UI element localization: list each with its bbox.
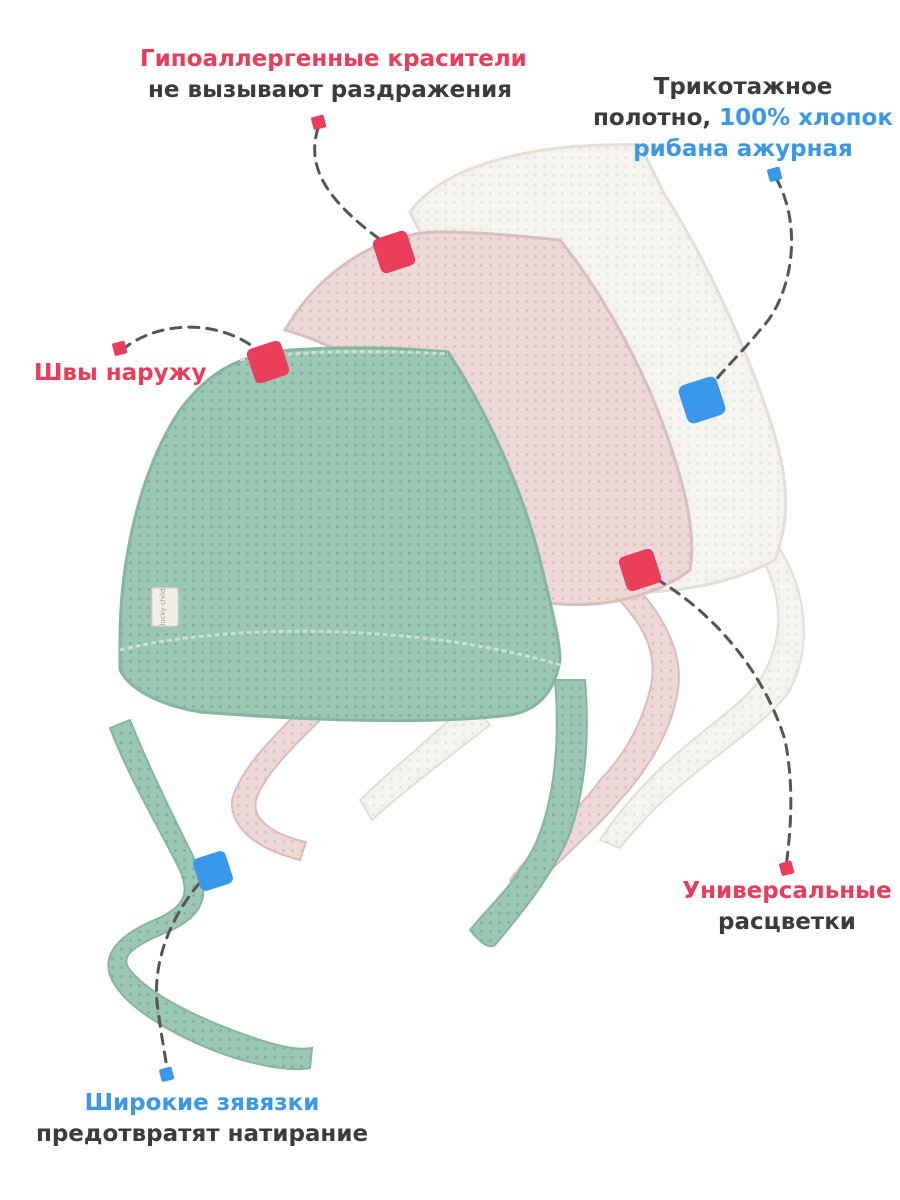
callout-fabric: Трикотажное полотно, 100% хлопок рибана …	[588, 72, 898, 165]
green-cap-tie-right	[468, 679, 588, 948]
green-cap-body	[118, 346, 562, 723]
marker-dyes	[372, 230, 416, 274]
callout-dyes: Гипоаллергенные красители не вызывают ра…	[140, 44, 527, 106]
connector-ties	[155, 868, 214, 1077]
connector-seams	[120, 325, 270, 362]
callout-fabric-line3: рибана ажурная	[633, 136, 853, 162]
callout-seams-title: Швы наружу	[34, 360, 207, 386]
callout-ties-subtitle: предотвратят натирание	[35, 1121, 369, 1147]
green-cap-tie-left	[107, 718, 314, 1071]
callout-dyes-subtitle: не вызывают раздражения	[148, 77, 512, 103]
pink-cap-tie-left	[230, 708, 322, 862]
white-cap-tie-left	[358, 698, 492, 822]
marker-universal	[618, 548, 662, 592]
white-cap-tie-right	[598, 533, 805, 850]
brand-tag-text: lucky child	[159, 588, 167, 625]
callout-ties-title: Широкие зявязки	[84, 1090, 320, 1116]
callout-seams: Швы наружу	[34, 358, 207, 389]
anchor-dot-dyes	[311, 114, 327, 130]
callout-universal: Универсальные расцветки	[676, 876, 898, 938]
callout-universal-subtitle: расцветки	[718, 909, 856, 935]
green-cap-brim-seam	[119, 629, 561, 667]
marker-fabric	[678, 376, 726, 424]
callout-fabric-line2-accent: 100% хлопок	[719, 105, 893, 131]
callout-universal-title: Универсальные	[682, 878, 892, 904]
callout-fabric-line1: Трикотажное	[653, 74, 833, 100]
marker-ties	[193, 851, 233, 891]
connector-fabric	[698, 176, 794, 402]
connector-dyes	[313, 126, 394, 250]
callout-dyes-title: Гипоаллергенные красители	[140, 46, 527, 72]
anchor-dot-fabric	[767, 166, 783, 182]
anchor-dot-universal	[779, 860, 795, 876]
anchor-dot-seams	[112, 340, 128, 356]
connector-universal	[638, 568, 793, 870]
callout-fabric-line2: полотно, 100% хлопок	[588, 103, 898, 134]
brand-tag: lucky child	[151, 587, 179, 627]
anchor-dot-ties	[159, 1066, 175, 1082]
marker-seams	[246, 340, 290, 384]
callout-fabric-line2-prefix: полотно,	[593, 105, 720, 131]
green-cap: lucky child	[107, 346, 588, 1071]
callout-ties: Широкие зявязки предотвратят натирание	[22, 1088, 382, 1150]
